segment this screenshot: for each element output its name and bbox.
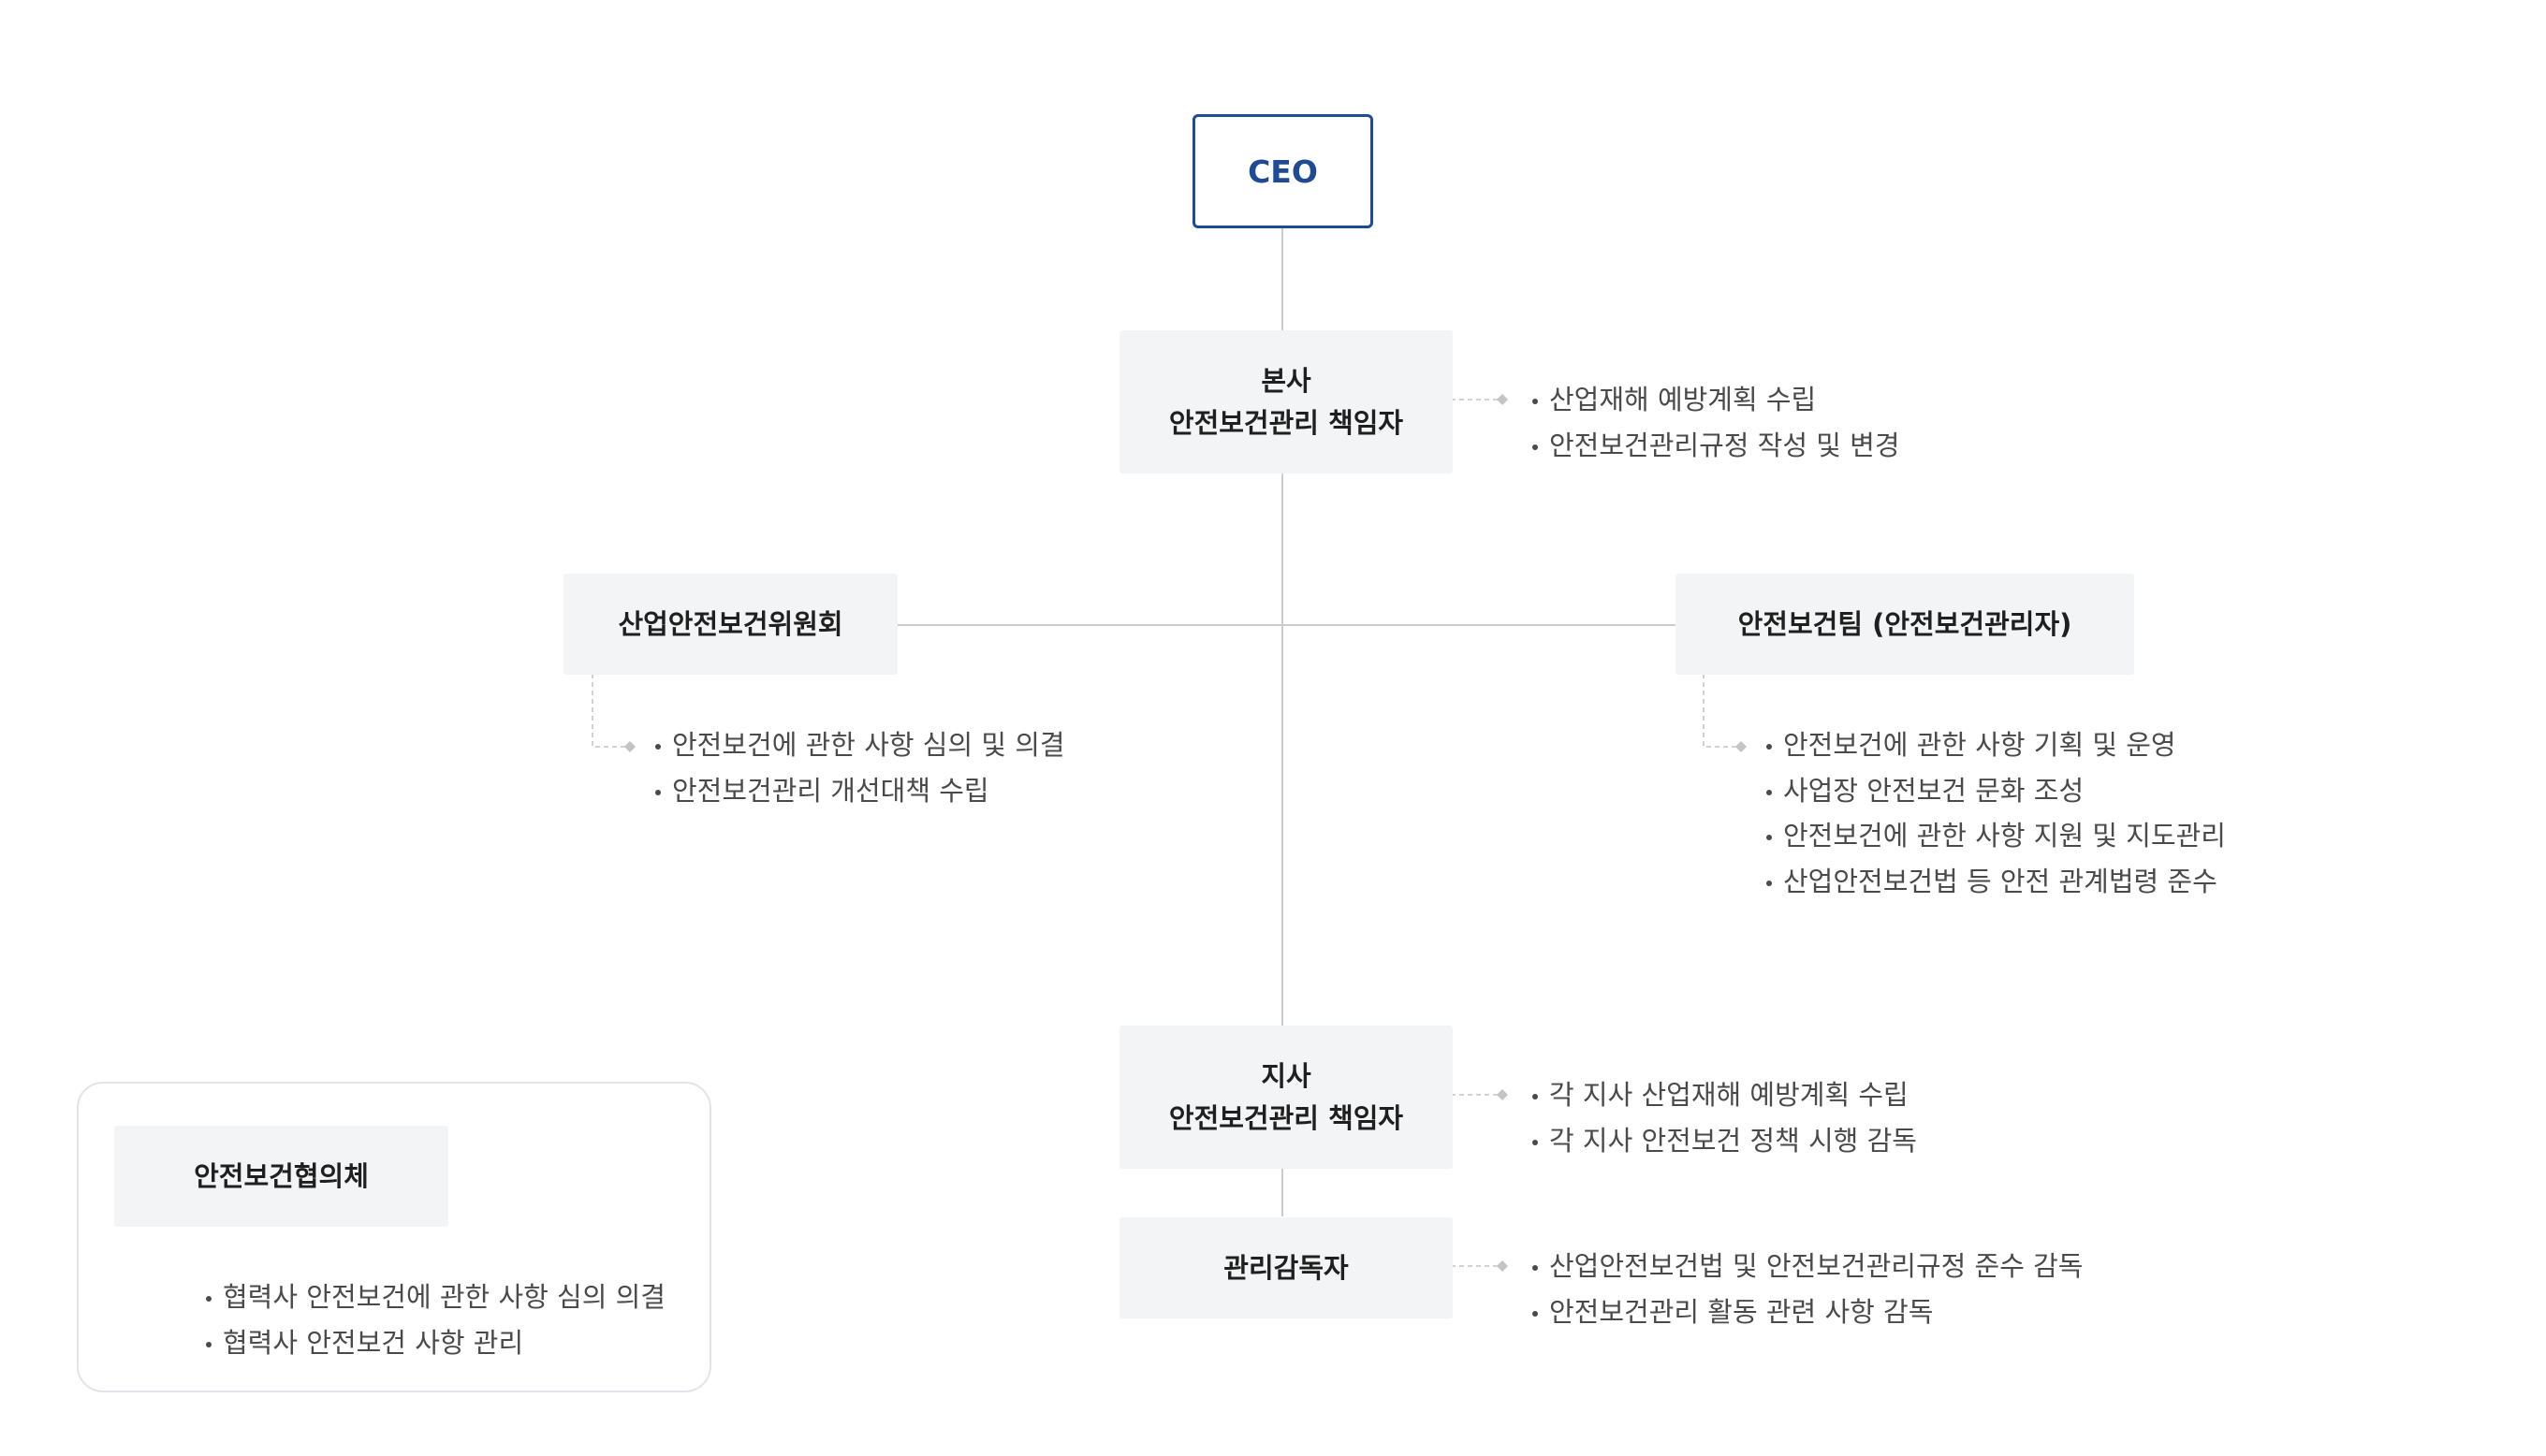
hq-manager-line1: 본사 (1261, 364, 1311, 397)
committee-duties: 안전보건에 관한 사항 심의 및 의결 안전보건관리 개선대책 수립 (655, 722, 1065, 813)
team-duty-item: 산업안전보건법 등 안전 관계법령 준수 (1766, 859, 2226, 905)
team-connector-diamond (1735, 741, 1747, 752)
branch-manager-line1: 지사 (1261, 1059, 1311, 1092)
branch-manager-box: 지사 안전보건관리 책임자 (1119, 1026, 1453, 1169)
team-duty-connector (1703, 674, 1736, 748)
council-label: 안전보건협의체 (194, 1159, 369, 1192)
supervisor-box: 관리감독자 (1119, 1217, 1453, 1318)
hq-connector-diamond (1497, 394, 1508, 405)
supervisor-duty-item: 산업안전보건법 및 안전보건관리규정 준수 감독 (1532, 1244, 2083, 1289)
ceo-label: CEO (1248, 153, 1318, 190)
branch-duty-item: 각 지사 안전보건 정책 시행 감독 (1532, 1118, 1917, 1164)
committee-box: 산업안전보건위원회 (563, 574, 898, 675)
branch-manager-line2: 안전보건관리 책임자 (1168, 1101, 1404, 1134)
team-duty-item: 안전보건에 관한 사항 기획 및 운영 (1766, 722, 2226, 768)
hq-duty-item: 산업재해 예방계획 수립 (1532, 377, 1900, 423)
safety-team-duties: 안전보건에 관한 사항 기획 및 운영 사업장 안전보건 문화 조성 안전보건에… (1766, 722, 2226, 904)
supervisor-connector-diamond (1497, 1260, 1508, 1272)
council-box: 안전보건협의체 (114, 1126, 448, 1227)
ceo-box: CEO (1193, 114, 1373, 228)
branch-duty-item: 각 지사 산업재해 예방계획 수립 (1532, 1072, 1917, 1118)
team-duty-item: 안전보건에 관한 사항 지원 및 지도관리 (1766, 813, 2226, 859)
hq-manager-duties: 산업재해 예방계획 수립 안전보건관리규정 작성 및 변경 (1532, 377, 1900, 468)
hq-manager-box: 본사 안전보건관리 책임자 (1119, 330, 1453, 473)
hq-manager-line2: 안전보건관리 책임자 (1168, 406, 1404, 439)
supervisor-label: 관리감독자 (1223, 1251, 1349, 1284)
hq-duty-item: 안전보건관리규정 작성 및 변경 (1532, 423, 1900, 469)
committee-duty-item: 안전보건관리 개선대책 수립 (655, 768, 1065, 814)
safety-team-box: 안전보건팀 (안전보건관리자) (1675, 574, 2134, 675)
committee-label: 산업안전보건위원회 (618, 607, 843, 640)
supervisor-duty-item: 안전보건관리 활동 관련 사항 감독 (1532, 1289, 2083, 1335)
council-duty-item: 협력사 안전보건 사항 관리 (206, 1320, 666, 1366)
council-duty-item: 협력사 안전보건에 관한 사항 심의 의결 (206, 1274, 666, 1320)
council-duties: 협력사 안전보건에 관한 사항 심의 의결 협력사 안전보건 사항 관리 (206, 1274, 666, 1365)
safety-team-label: 안전보건팀 (안전보건관리자) (1737, 607, 2072, 640)
committee-connector-diamond (624, 741, 636, 752)
team-duty-item: 사업장 안전보건 문화 조성 (1766, 768, 2226, 814)
supervisor-duties: 산업안전보건법 및 안전보건관리규정 준수 감독 안전보건관리 활동 관련 사항… (1532, 1244, 2083, 1334)
branch-connector-diamond (1497, 1089, 1508, 1100)
committee-duty-item: 안전보건에 관한 사항 심의 및 의결 (655, 722, 1065, 768)
branch-manager-duties: 각 지사 산업재해 예방계획 수립 각 지사 안전보건 정책 시행 감독 (1532, 1072, 1917, 1163)
committee-duty-connector (592, 674, 625, 748)
